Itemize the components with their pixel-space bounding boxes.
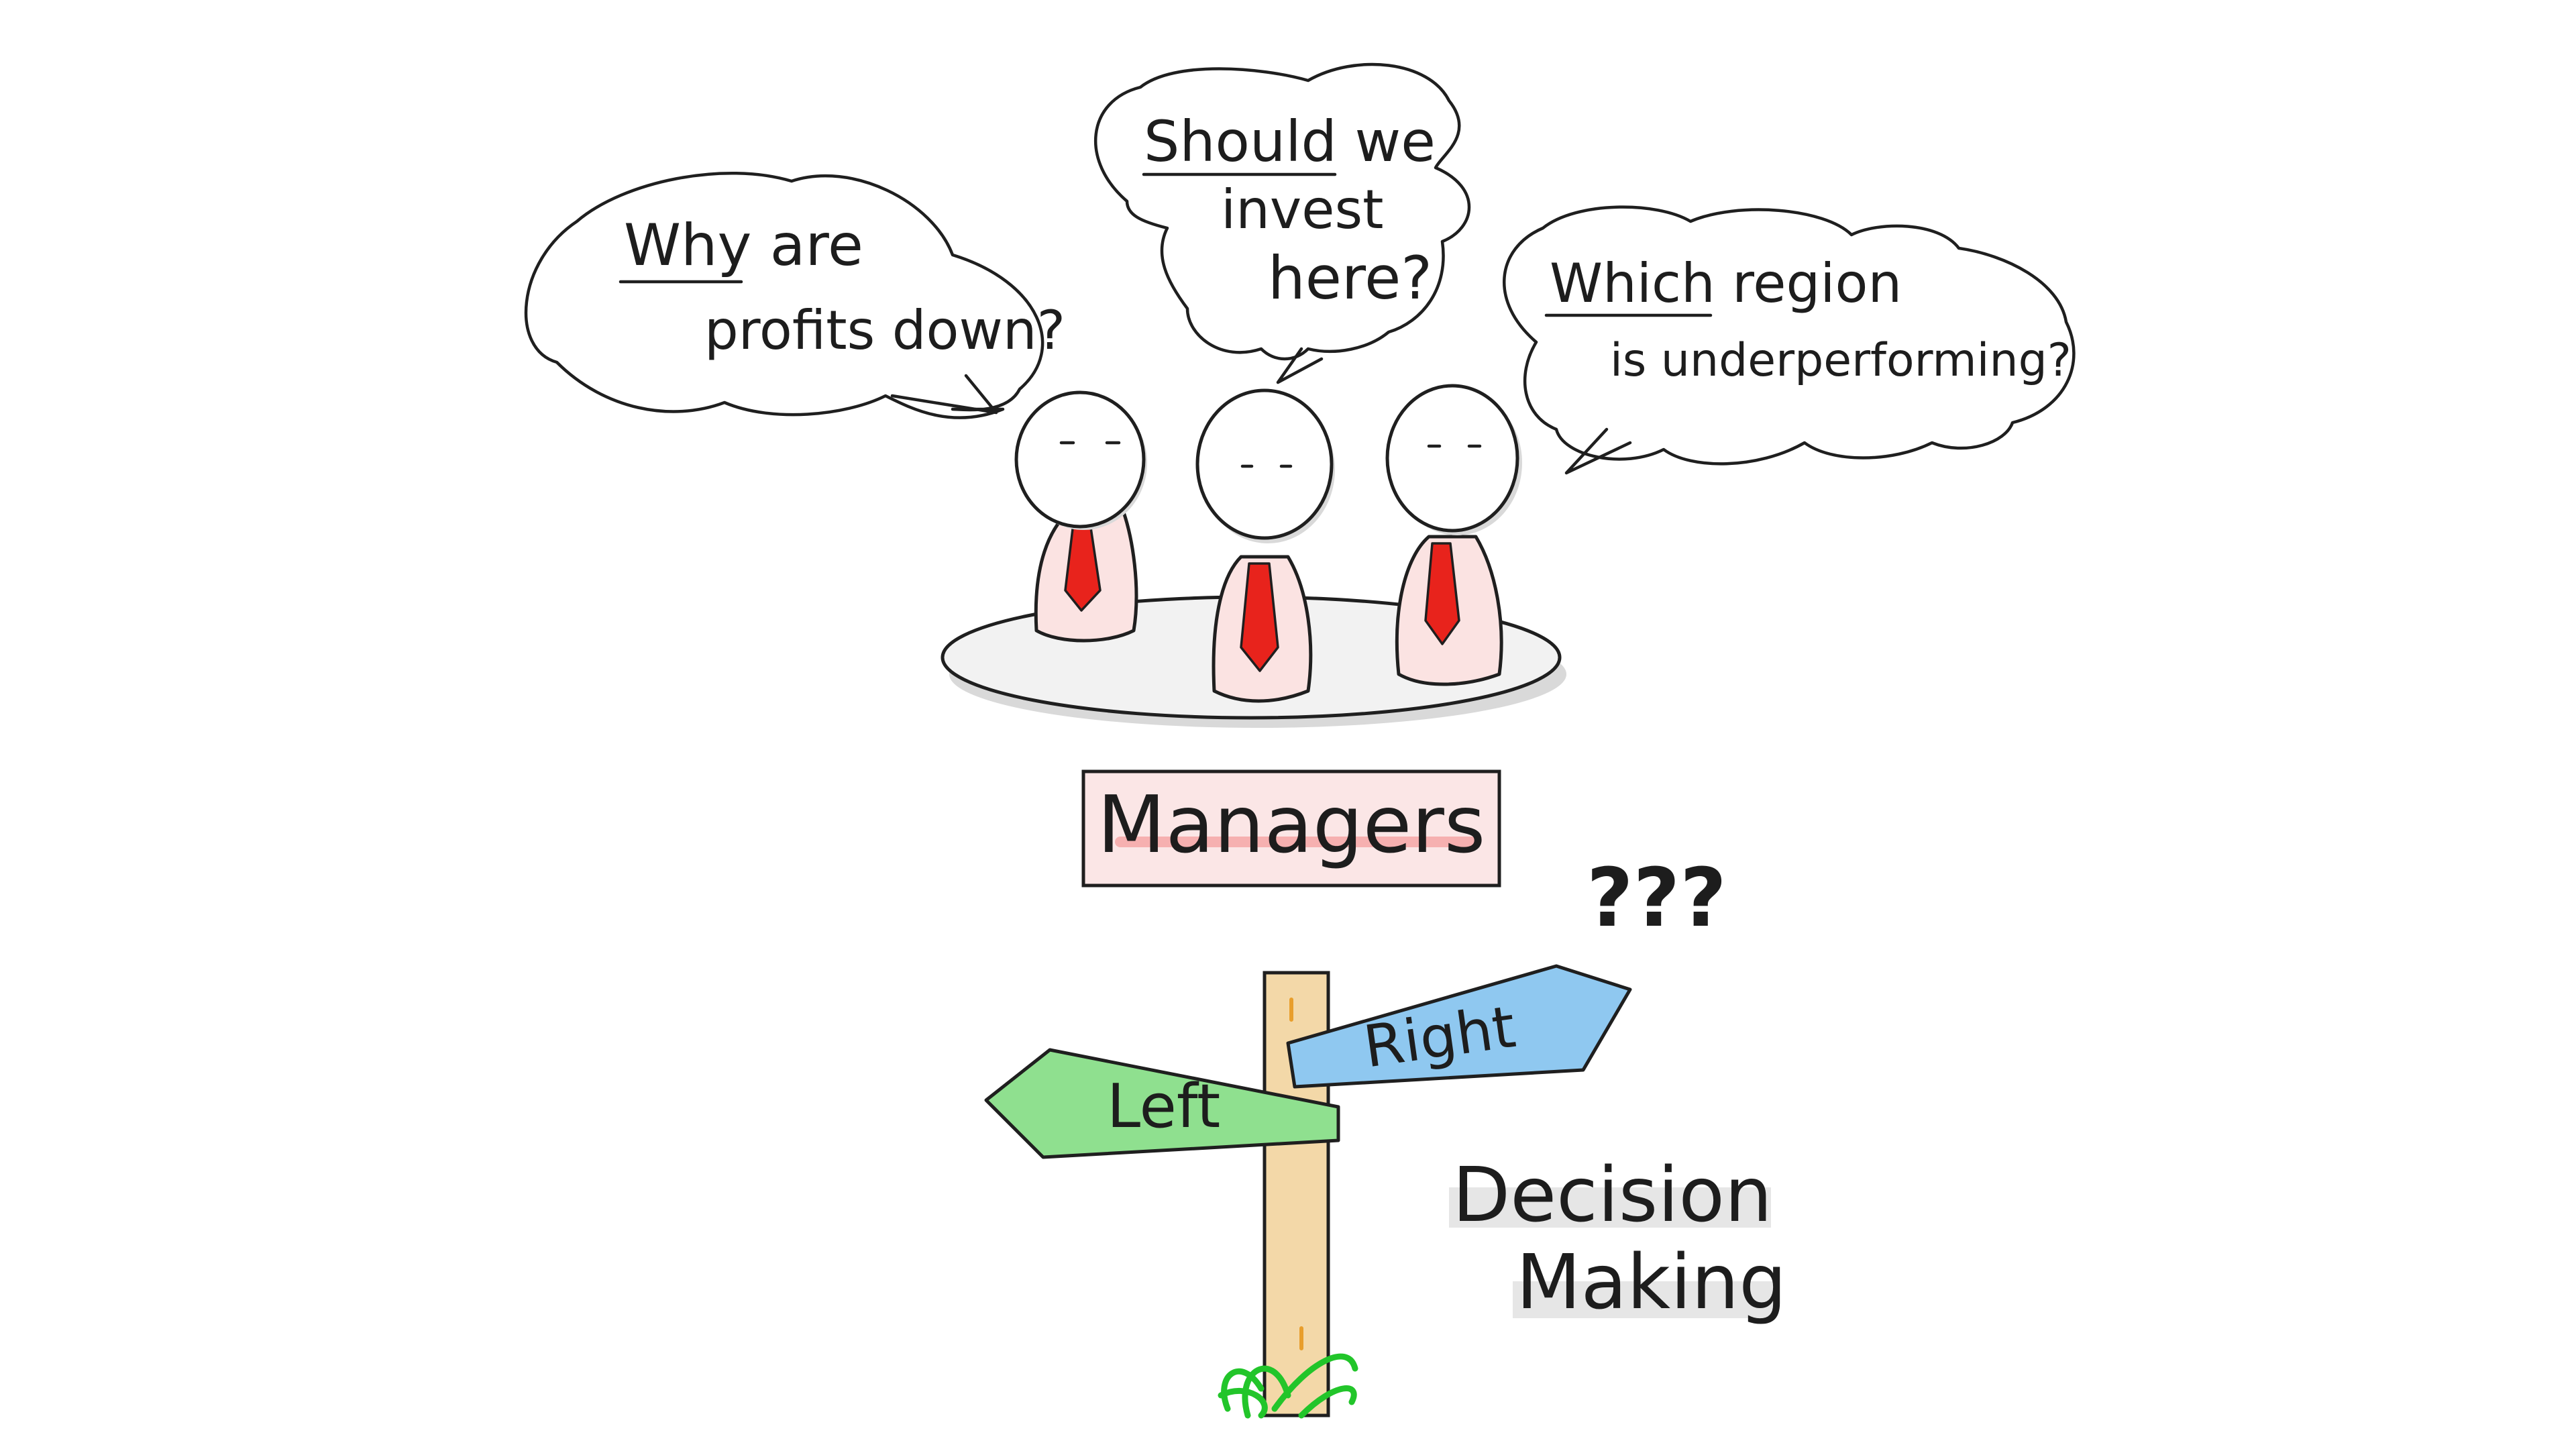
manager-figure-left — [1014, 390, 1147, 643]
question-marks: ??? — [1587, 852, 1727, 945]
sign-left-label: Left — [1107, 1071, 1220, 1142]
caption: Decision Making — [1449, 1152, 1786, 1326]
thought-bubble-left: Why are profits down? — [524, 171, 1065, 419]
bubble-middle-line2: invest — [1221, 178, 1384, 241]
managers-label-box: Managers — [1081, 769, 1501, 888]
sign-right: Right — [1286, 964, 1632, 1089]
bubble-middle-line1: Should we — [1144, 109, 1436, 174]
bubble-left-line1: Why are — [624, 212, 863, 279]
manager-figure-right — [1385, 384, 1522, 686]
manager-figure-middle — [1195, 388, 1335, 703]
signpost: Right Left — [984, 964, 1632, 1419]
caption-line2: Making — [1516, 1239, 1786, 1326]
grass-icon — [1218, 1353, 1358, 1419]
managers-label: Managers — [1097, 778, 1486, 871]
bubble-middle-line3: here? — [1268, 244, 1432, 313]
caption-line1: Decision — [1452, 1152, 1772, 1239]
sign-left: Left — [984, 1048, 1340, 1159]
bubble-right-line2: is underperforming? — [1610, 334, 2072, 387]
thought-bubble-right: Which region is underperforming? — [1503, 205, 2076, 475]
bubble-left-line2: profits down? — [704, 299, 1065, 362]
bubble-right-line1: Which region — [1550, 252, 1902, 315]
thought-bubble-middle: Should we invest here? — [1094, 62, 1471, 384]
